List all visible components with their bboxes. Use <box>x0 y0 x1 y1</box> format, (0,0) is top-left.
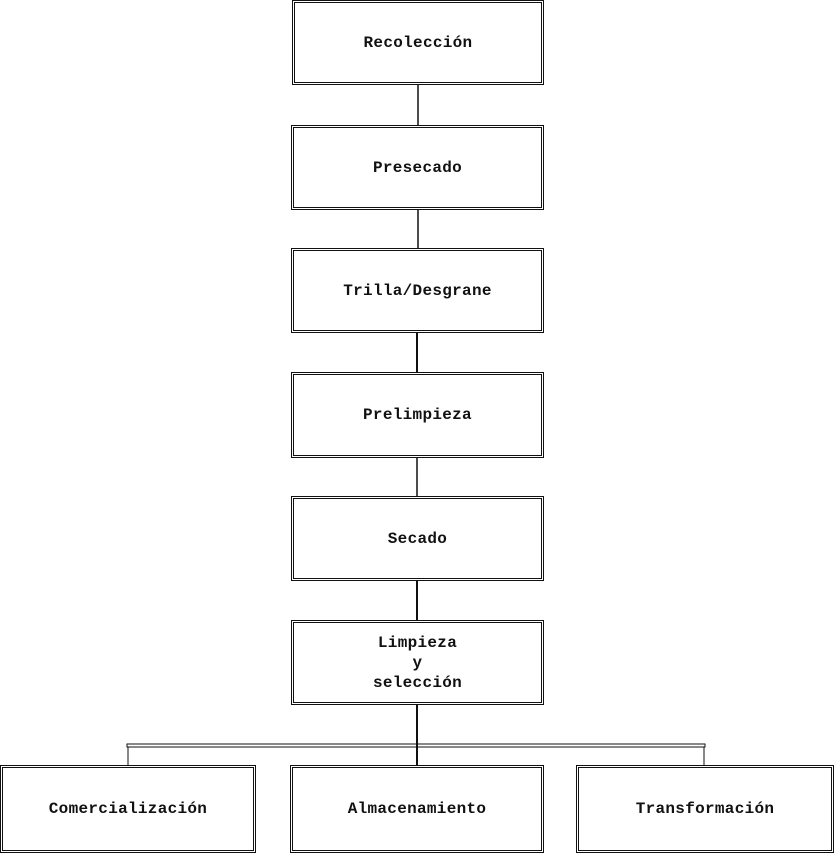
node-secado: Secado <box>291 496 544 581</box>
node-comercializacion: Comercialización <box>0 765 256 853</box>
node-prelimpieza: Prelimpieza <box>291 372 544 458</box>
node-almacenamiento: Almacenamiento <box>290 765 544 853</box>
node-recoleccion: Recolección <box>292 0 544 85</box>
branch-bar <box>126 743 706 748</box>
node-presecado: Presecado <box>291 125 544 210</box>
node-trilla-desgrane: Trilla/Desgrane <box>291 248 544 333</box>
node-limpieza-seleccion: Limpieza y selección <box>291 620 544 705</box>
node-transformacion: Transformación <box>576 765 834 853</box>
